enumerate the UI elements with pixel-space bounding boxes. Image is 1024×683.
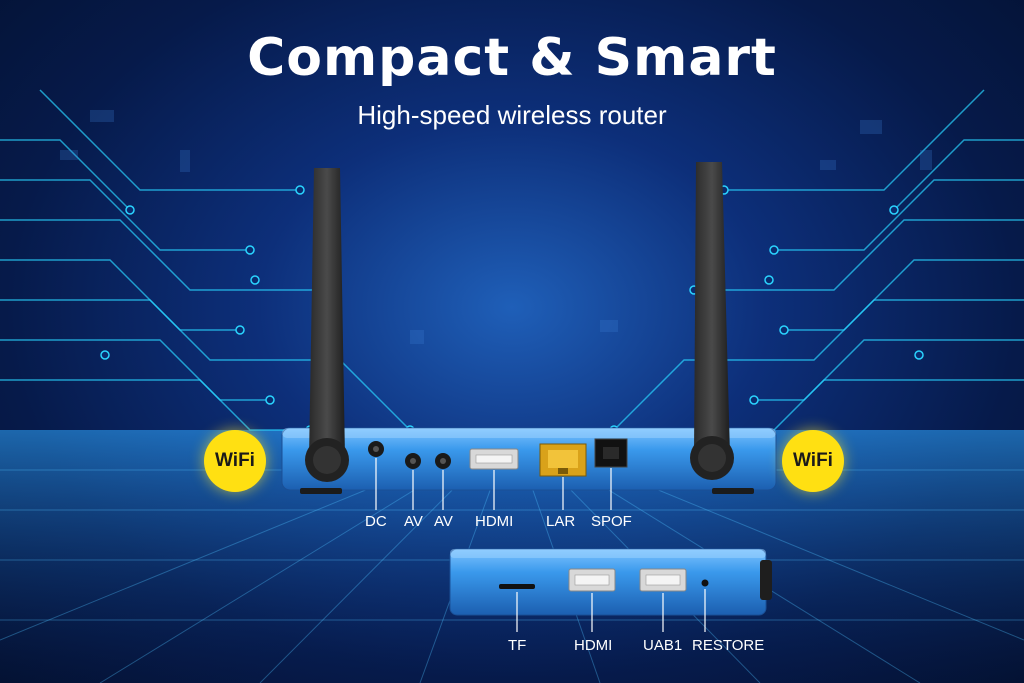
label-restore: RESTORE (692, 637, 765, 654)
wifi-badge-left: WiFi (204, 430, 266, 492)
antenna-left (305, 168, 349, 482)
router-rear-view (281, 162, 777, 510)
tf-slot (499, 584, 535, 589)
hdmi-port (469, 448, 519, 470)
wifi-badge-right: WiFi (782, 430, 844, 492)
subheadline: High-speed wireless router (357, 100, 667, 130)
av-port-1 (405, 453, 421, 469)
antenna-right (690, 162, 734, 480)
spdif-port (594, 438, 628, 468)
usb-port-side (639, 568, 687, 592)
circuit-nodes-left (100, 185, 415, 435)
label-spdif: SPOF (591, 513, 632, 530)
av-port-2 (435, 453, 451, 469)
hdmi-port-side (568, 568, 616, 592)
dc-port (368, 441, 384, 457)
lan-port (539, 443, 587, 477)
label-tf: TF (508, 637, 527, 654)
circuit-traces-right (613, 89, 1024, 431)
label-lan: LAR (546, 513, 576, 530)
label-usb: UAB1 (643, 637, 683, 654)
pixel-blocks (60, 110, 932, 344)
circuit-nodes-right (609, 185, 924, 435)
label-dc: DC (365, 513, 387, 530)
restore-button (701, 579, 709, 587)
headline: Compact & Smart (247, 28, 777, 88)
circuit-traces-left (0, 89, 411, 431)
label-av-1: AV (404, 513, 423, 530)
label-hdmi-rear: HDMI (475, 513, 514, 530)
side-callout-lines (516, 589, 706, 632)
router-side-view (449, 548, 772, 632)
label-hdmi-side: HDMI (574, 637, 613, 654)
label-av-2: AV (434, 513, 453, 530)
rear-callout-lines (375, 458, 612, 510)
